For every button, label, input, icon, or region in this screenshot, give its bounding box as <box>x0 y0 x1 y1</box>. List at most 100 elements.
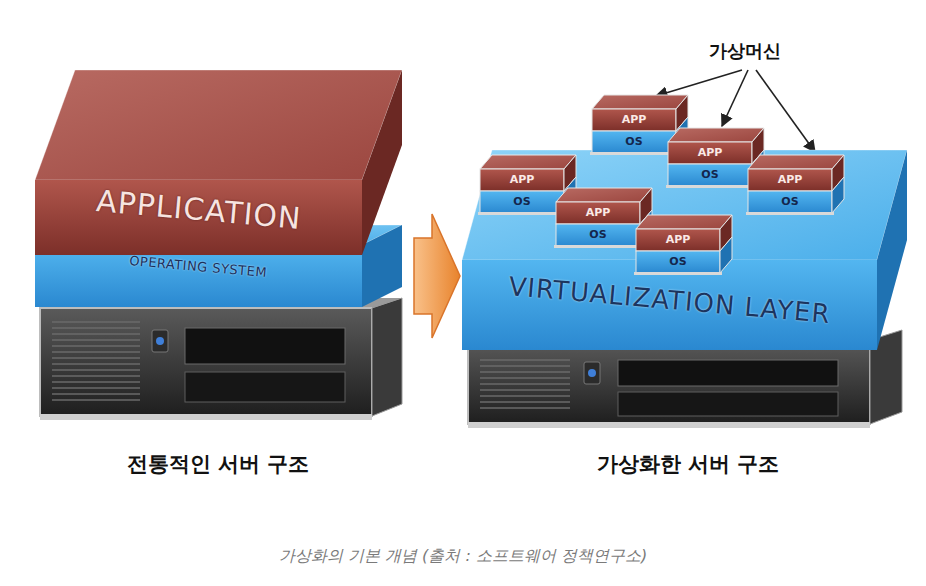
shape-part <box>52 327 140 329</box>
shape-part <box>35 180 362 255</box>
callout-label: 가상머신 <box>709 40 781 62</box>
shape-part <box>480 155 576 169</box>
shape-part <box>52 321 140 323</box>
shape-part <box>480 401 570 403</box>
shape-part <box>720 237 732 273</box>
shape-part <box>35 245 362 307</box>
shape-part <box>52 369 140 371</box>
figure-caption: 가상화의 기본 개념 (출처 : 소프트웨어 정책연구소) <box>279 546 647 565</box>
shape-part <box>52 387 140 389</box>
shape-part <box>634 272 722 275</box>
shape-part <box>52 345 140 347</box>
app-label: APP <box>510 169 535 191</box>
os-label: OS <box>701 164 718 186</box>
shape-part <box>590 152 678 155</box>
shape-part <box>748 169 832 191</box>
shape-part <box>52 322 140 400</box>
shape-part <box>52 375 140 377</box>
shape-part <box>584 362 600 384</box>
shape-part <box>480 359 570 361</box>
virtual-machine: APPOS <box>636 215 732 273</box>
shape-part <box>480 365 570 367</box>
shape-part <box>636 251 720 273</box>
shape-part <box>156 337 164 345</box>
shape-part <box>185 328 345 364</box>
virtualization-layer: VIRTUALIZATION LAYERAPPOSAPPOSAPPOSAPPOS… <box>462 150 907 350</box>
os-label: OS <box>669 251 686 273</box>
structure-caption: 전통적인 서버 구조 <box>127 452 310 477</box>
shape-part <box>480 371 570 373</box>
app-label: APP <box>778 169 803 191</box>
shape-part <box>588 369 596 377</box>
shape-part <box>480 377 570 379</box>
shape-part <box>52 399 140 401</box>
shape-part <box>666 185 754 188</box>
shape-part <box>556 224 640 246</box>
application-layer: APPLICATION <box>35 70 402 255</box>
shape-part <box>592 131 676 153</box>
shape-part <box>480 383 570 385</box>
shape-part <box>636 215 732 229</box>
app-label: APP <box>586 202 611 224</box>
shape-part <box>748 155 844 169</box>
vm-leader-lines <box>656 70 815 152</box>
os-label: OS <box>625 131 642 153</box>
shape-part <box>35 70 402 180</box>
os-label: OS <box>513 191 530 213</box>
virtual-machine: APPOS <box>748 155 844 213</box>
shape-part <box>618 360 838 386</box>
os-label: OS <box>781 191 798 213</box>
shape-part <box>746 212 834 215</box>
app-label: APP <box>698 142 723 164</box>
shape-part <box>554 245 642 248</box>
shape-part <box>656 70 742 96</box>
app-label: APP <box>666 229 691 251</box>
shape-part <box>592 95 688 109</box>
shape-part <box>668 164 752 186</box>
shape-part <box>468 340 870 424</box>
shape-part <box>52 381 140 383</box>
shape-part <box>480 169 564 191</box>
shape-part <box>480 360 570 408</box>
shape-part <box>52 333 140 335</box>
shape-part <box>40 308 372 416</box>
shape-part <box>756 70 815 152</box>
shape-part <box>52 339 140 341</box>
shape-part <box>52 393 140 395</box>
shape-part <box>636 229 720 251</box>
shape-part <box>35 225 402 245</box>
shape-part <box>668 128 764 142</box>
shape-part <box>556 188 652 202</box>
shape-part <box>462 150 907 260</box>
shape-part <box>480 191 564 213</box>
shape-part <box>468 422 870 428</box>
shape-part <box>877 150 907 350</box>
shape-part <box>372 298 402 416</box>
server-traditional <box>40 298 402 420</box>
shape-part <box>832 177 844 213</box>
os-label: OS <box>589 224 606 246</box>
shape-part <box>152 330 168 352</box>
shape-part <box>556 202 640 224</box>
shape-part <box>478 212 566 215</box>
shape-part <box>722 70 748 126</box>
shape-part <box>480 389 570 391</box>
shape-part <box>480 395 570 397</box>
shape-part <box>52 357 140 359</box>
shape-part <box>52 363 140 365</box>
shape-part <box>618 392 838 416</box>
shape-part <box>592 109 676 131</box>
shape-part <box>748 191 832 213</box>
shape-part <box>480 407 570 409</box>
shape-part <box>362 225 402 307</box>
structure-caption: 가상화한 서버 구조 <box>597 452 780 477</box>
shape-part <box>40 414 372 420</box>
app-label: APP <box>622 109 647 131</box>
transition-arrow <box>414 214 460 338</box>
shape-part <box>668 142 752 164</box>
shape-part <box>185 372 345 402</box>
shape-part <box>414 214 460 338</box>
shape-part <box>52 351 140 353</box>
shape-part <box>462 260 877 350</box>
